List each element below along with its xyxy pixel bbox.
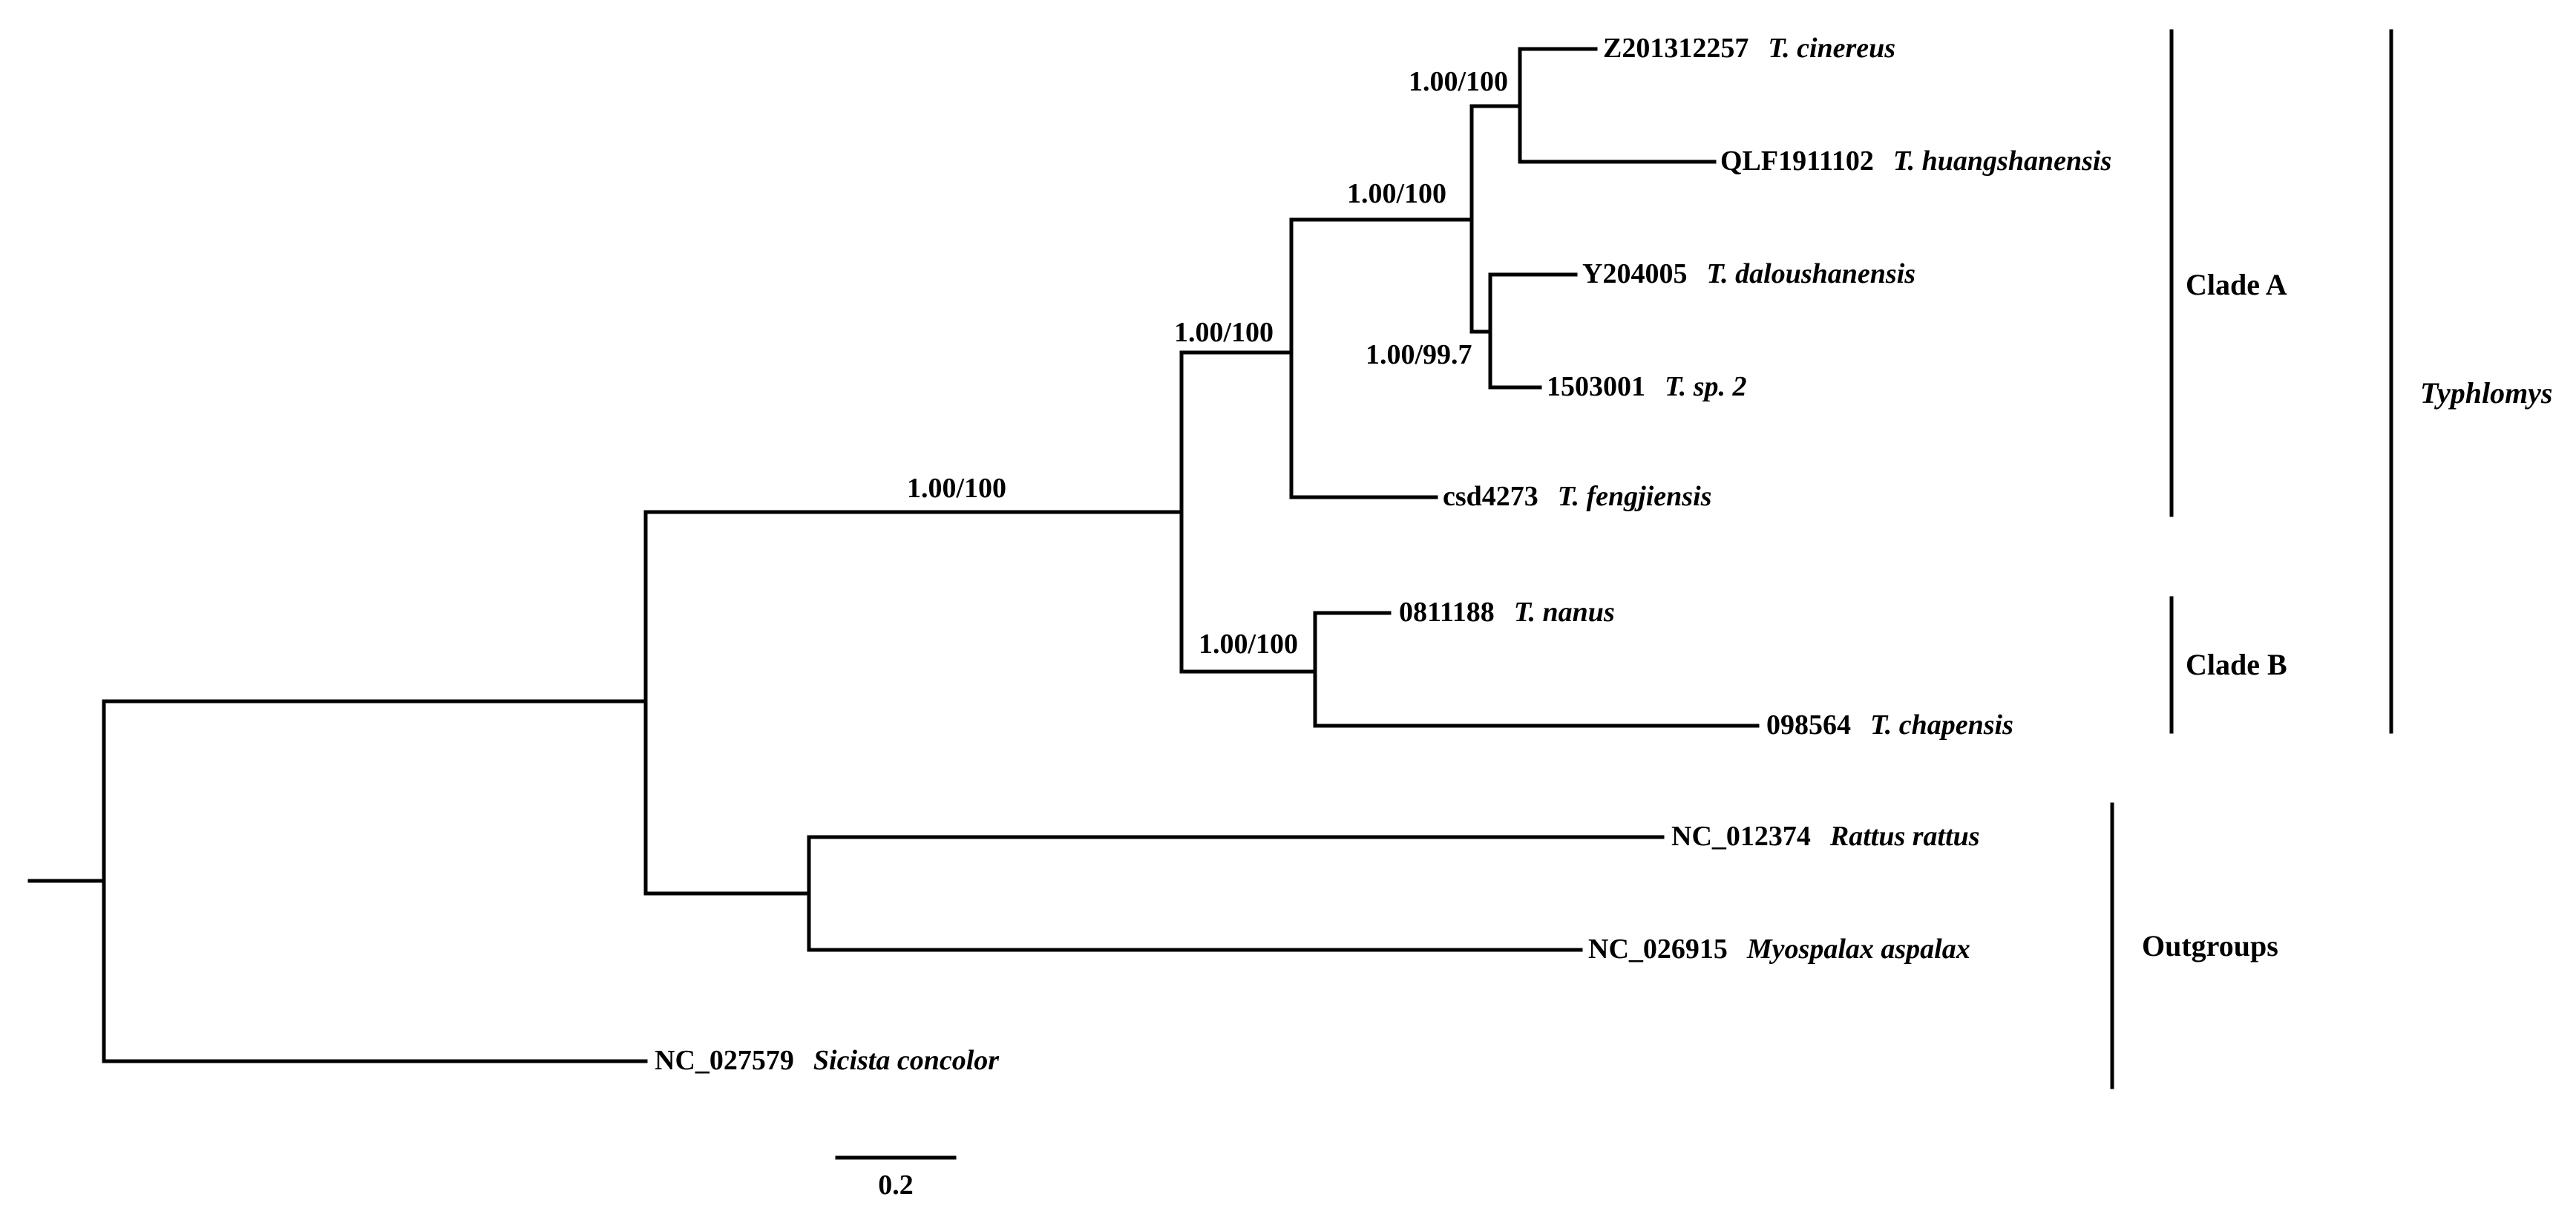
tip-species: T. sp. 2 xyxy=(1665,371,1747,402)
support-typhlomys: 1.00/100 xyxy=(907,473,1006,504)
tip-accession: Z201312257 xyxy=(1603,33,1749,64)
support-clade-a: 1.00/100 xyxy=(1174,317,1274,348)
tip-label-myospalax: NC_026915 Myospalax aspalax xyxy=(1588,934,1970,965)
tip-accession: NC_012374 xyxy=(1671,821,1811,852)
label-clade-b: Clade B xyxy=(2186,648,2287,681)
tip-accession: 0811188 xyxy=(1399,597,1495,628)
tip-label-chapensis: 098564 T. chapensis xyxy=(1766,709,2013,741)
scale-bar-label: 0.2 xyxy=(878,1170,914,1201)
tip-species: T. nanus xyxy=(1514,597,1615,628)
tip-accession: NC_026915 xyxy=(1588,934,1728,965)
support-values: 1.00/100 1.00/100 1.00/99.7 1.00/100 1.0… xyxy=(907,66,1508,660)
tip-species: T. chapensis xyxy=(1870,709,2013,741)
tip-species: T. daloushanensis xyxy=(1706,258,1915,289)
scale-bar: 0.2 xyxy=(835,1155,957,1201)
tip-accession: Y204005 xyxy=(1582,258,1687,289)
tip-species: Myospalax aspalax xyxy=(1746,934,1970,965)
tip-accession: csd4273 xyxy=(1443,481,1538,512)
tip-accession: 098564 xyxy=(1766,709,1851,741)
tree-branches xyxy=(27,47,1760,1063)
support-clade-b: 1.00/100 xyxy=(1199,629,1298,660)
tip-accession: 1503001 xyxy=(1547,371,1645,402)
tip-label-nanus: 0811188 T. nanus xyxy=(1399,597,1615,628)
tip-species: T. cinereus xyxy=(1768,33,1895,64)
tip-species: T. fengjiensis xyxy=(1558,481,1712,512)
label-outgroups: Outgroups xyxy=(2142,929,2278,962)
tip-species: Rattus rattus xyxy=(1829,821,1980,852)
label-typhlomys: Typhlomys xyxy=(2420,376,2553,410)
tip-label-daloushanensis: Y204005 T. daloushanensis xyxy=(1582,258,1915,289)
tip-accession: NC_027579 xyxy=(655,1045,794,1076)
tip-label-sicista: NC_027579 Sicista concolor xyxy=(655,1045,1000,1076)
tip-label-fengjiensis: csd4273 T. fengjiensis xyxy=(1443,481,1711,512)
tip-label-cinereus: Z201312257 T. cinereus xyxy=(1603,33,1895,64)
tip-label-huangshanensis: QLF1911102 T. huangshanensis xyxy=(1720,145,2111,177)
tip-labels: Z201312257 T. cinereus QLF1911102 T. huang… xyxy=(655,33,2111,1076)
tip-label-rattus: NC_012374 Rattus rattus xyxy=(1671,821,1980,852)
support-cin-hua: 1.00/100 xyxy=(1409,66,1508,97)
tip-species: T. huangshanensis xyxy=(1893,145,2111,177)
support-dal-sp2: 1.00/99.7 xyxy=(1366,339,1472,370)
support-clade-a-core: 1.00/100 xyxy=(1347,178,1446,209)
tip-accession: QLF1911102 xyxy=(1720,145,1874,177)
label-clade-a: Clade A xyxy=(2186,268,2287,301)
tip-species: Sicista concolor xyxy=(813,1045,1000,1076)
clade-brackets: Clade A Clade B Typhlomys Outgroups xyxy=(2110,29,2553,1089)
tip-label-sp2: 1503001 T. sp. 2 xyxy=(1547,371,1747,402)
